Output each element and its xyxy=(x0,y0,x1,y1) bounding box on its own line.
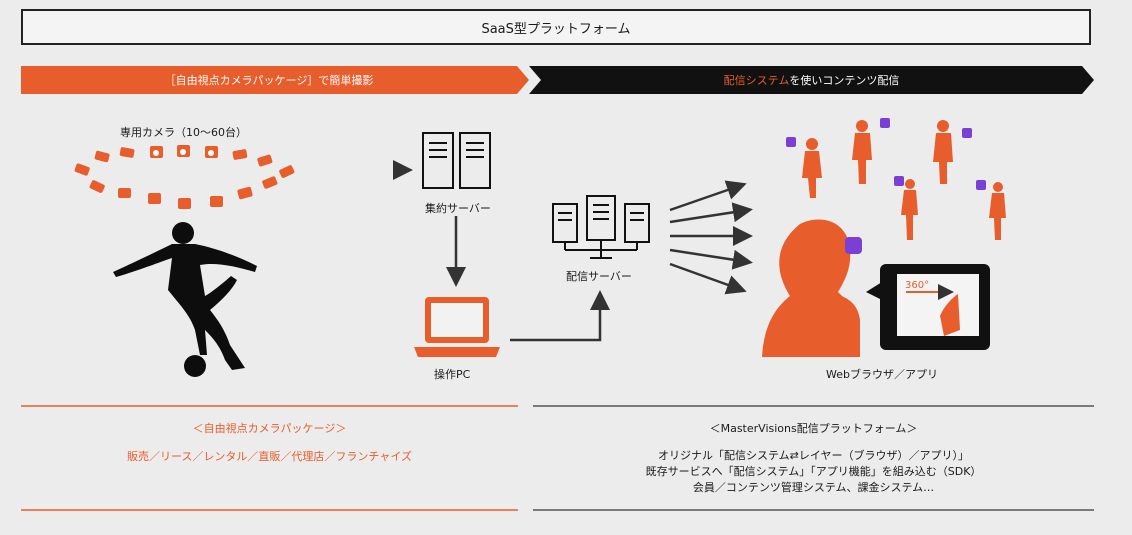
viewer-crowd xyxy=(762,120,1006,357)
server-rack-icon xyxy=(422,132,491,189)
app-icon xyxy=(894,176,904,186)
camera-icon xyxy=(89,180,105,193)
banner-right-label: 配信システムを使いコンテンツ配信 xyxy=(541,72,1082,88)
camera-icon xyxy=(279,165,295,178)
bottom-right-heading: ＜MasterVisions配信プラットフォーム＞ xyxy=(709,422,918,435)
camera-icon xyxy=(118,188,131,198)
aggregation-server-label: 集約サーバー xyxy=(425,202,491,215)
camera-icon xyxy=(148,193,161,204)
banner-left-shape xyxy=(21,66,529,94)
page-title-text: SaaS型プラットフォーム xyxy=(481,21,631,37)
app-icons xyxy=(786,118,986,254)
bottom-right-line-2: 既存サービスへ「配信システム」「アプリ機能」を組み込む（SDK） xyxy=(645,465,982,478)
person-silhouette-icon xyxy=(901,179,918,240)
person-silhouette-icon xyxy=(989,182,1006,240)
app-icon xyxy=(880,118,890,128)
app-icon xyxy=(786,137,796,147)
app-icon xyxy=(845,237,862,254)
arrow-icon xyxy=(669,248,753,270)
camera-icon xyxy=(150,146,163,158)
camera-icon xyxy=(210,196,223,207)
flow-arrows xyxy=(305,160,753,342)
app-icon xyxy=(962,128,972,138)
camera-icon xyxy=(94,150,110,163)
arrow-icon xyxy=(669,262,747,295)
page-title: SaaS型プラットフォーム xyxy=(21,9,1091,45)
person-silhouette-icon xyxy=(933,120,953,184)
app-icon xyxy=(976,180,986,190)
server-cluster-icon xyxy=(552,195,650,259)
control-pc-label: 操作PC xyxy=(434,368,471,381)
camera-icon xyxy=(119,147,135,158)
person-profile-icon xyxy=(762,219,860,357)
arrow-icon xyxy=(669,180,747,212)
camera-icon xyxy=(232,149,248,160)
camera-icon xyxy=(178,198,191,209)
cameras-label: 専用カメラ（10〜60台） xyxy=(120,126,247,139)
camera-icon xyxy=(177,145,190,157)
camera-icon xyxy=(205,146,218,158)
arrow-icon xyxy=(510,290,610,342)
delivery-server-label: 配信サーバー xyxy=(566,270,632,283)
arrow-icon xyxy=(669,202,753,224)
viewer-label: Webブラウザ／アプリ xyxy=(826,368,938,381)
tablet-label: 360° xyxy=(905,280,929,291)
bottom-left-line: 販売／リース／レンタル／直販／代理店／フランチャイズ xyxy=(126,450,412,463)
bottom-right-line-3: 会員／コンテンツ管理システム、課金システム… xyxy=(692,481,935,494)
camera-ring xyxy=(74,145,295,209)
tablet-icon xyxy=(866,264,990,350)
person-silhouette-icon xyxy=(852,120,872,184)
person-silhouette-icon xyxy=(802,138,822,198)
banner-right-rest: を使いコンテンツ配信 xyxy=(789,74,900,87)
camera-icon xyxy=(262,176,278,189)
camera-icon xyxy=(257,154,273,167)
banner-right-shape xyxy=(529,66,1094,94)
bottom-left-heading: ＜自由視点カメラパッケージ＞ xyxy=(192,422,347,435)
banner-left-label: ［自由視点カメラパッケージ］で簡単撮影 xyxy=(164,74,374,87)
camera-icon xyxy=(237,186,253,200)
camera-icon xyxy=(74,163,90,176)
banner-right-highlight: 配信システム xyxy=(723,74,790,87)
laptop-icon xyxy=(414,297,500,357)
bottom-right-line-1: オリジナル「配信システム⇄レイヤー（ブラウザ）／アプリ）」 xyxy=(657,449,970,462)
soccer-player-icon xyxy=(113,222,257,377)
